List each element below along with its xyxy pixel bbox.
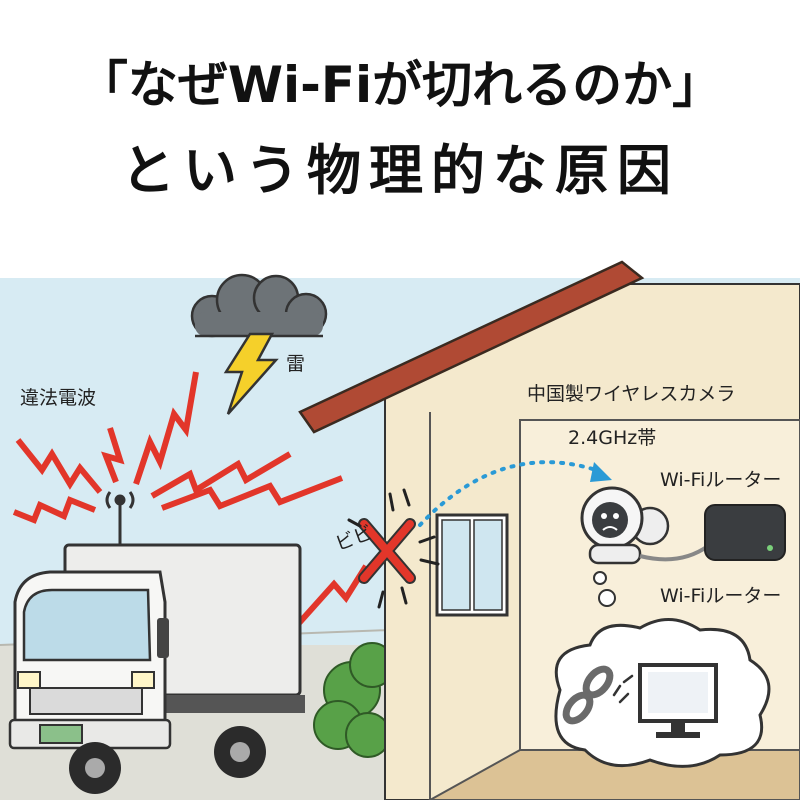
title-line-2: という物理的な原因 <box>121 139 679 202</box>
thunder-label: 雷 <box>286 353 305 375</box>
truck-icon <box>8 543 305 794</box>
antenna-icon <box>105 491 135 545</box>
storm-cloud-icon <box>190 273 328 338</box>
router-label-top: Wi-Fiルーター <box>660 469 781 491</box>
camera-icon <box>580 486 670 565</box>
band-label: 2.4GHz帯 <box>568 427 656 449</box>
wifi-signal-arc <box>418 460 598 527</box>
router-icon <box>704 504 786 561</box>
router-label-bottom: Wi-Fiルーター <box>660 585 781 607</box>
roof <box>298 260 645 434</box>
title-line-1: 「なぜWi-Fiが切れるのか」 <box>77 56 723 114</box>
break-marks <box>612 674 634 704</box>
arrow-icon <box>590 462 612 482</box>
license-plate <box>39 724 83 744</box>
page-title: 「なぜWi-Fiが切れるのか」 という物理的な原因 <box>0 42 800 214</box>
window <box>435 513 509 617</box>
camera-label: 中国製ワイヤレスカメラ <box>527 383 735 405</box>
lightning-icon <box>223 332 279 415</box>
noise-strokes <box>347 488 440 609</box>
block-x-icon <box>358 518 416 584</box>
bush <box>313 642 395 758</box>
broken-chain-icon <box>562 665 614 725</box>
thought-dot <box>593 571 607 585</box>
illegal-radio-label: 違法電波 <box>20 387 96 409</box>
thought-dot <box>598 589 616 607</box>
monitor-icon <box>638 663 718 738</box>
camera-cable <box>639 544 710 562</box>
